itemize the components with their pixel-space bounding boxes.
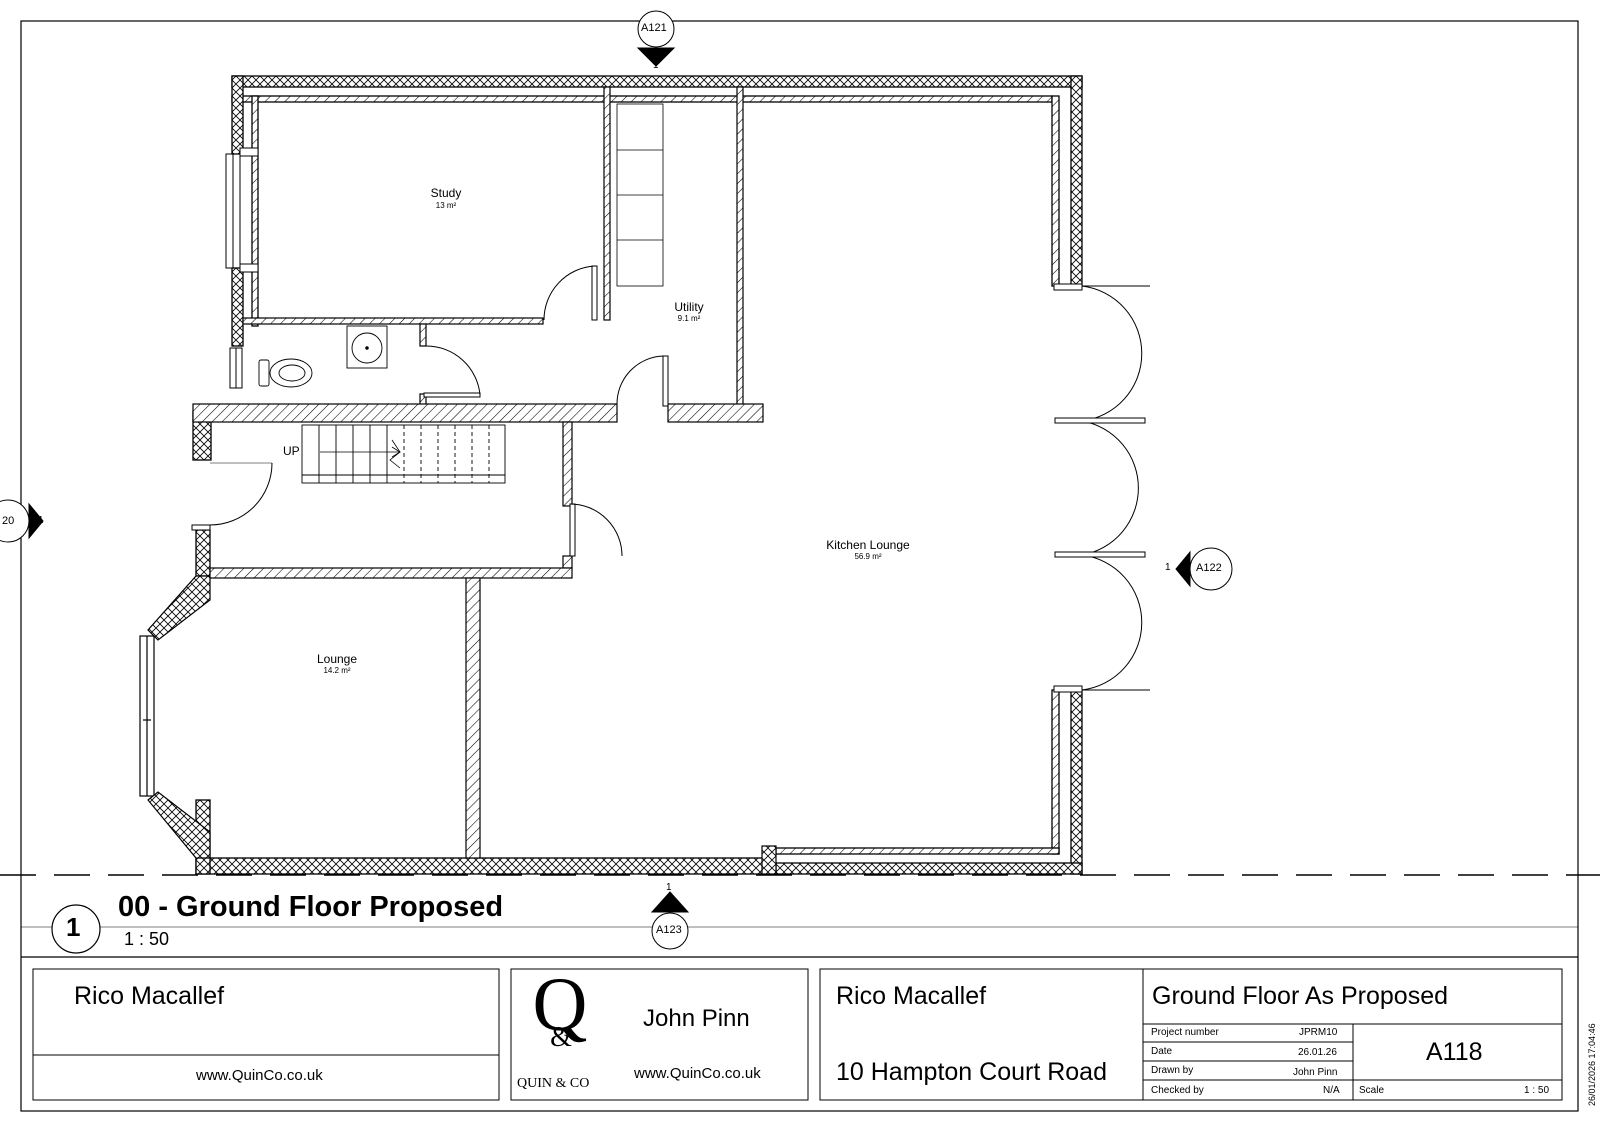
section-marker-right-sheet: A122 (1196, 562, 1222, 574)
utility-units (616, 103, 664, 287)
sheet-title: Ground Floor As Proposed (1152, 982, 1448, 1010)
field-label-project-number: Project number (1151, 1027, 1219, 1038)
client-name: Rico Macallef (74, 982, 225, 1010)
view-number: 1 (66, 912, 81, 942)
project-name: Rico Macallef (836, 982, 987, 1010)
svg-text:Q: Q (533, 963, 588, 1047)
sheet-number: A118 (1426, 1038, 1483, 1066)
bay-window (139, 575, 211, 859)
room-name-lounge: Lounge (316, 652, 358, 666)
quin-co-logo: Q & (533, 963, 588, 1053)
field-value-checked-by: N/A (1323, 1085, 1340, 1096)
view-number-bubble (51, 904, 101, 954)
scale-label: Scale (1359, 1085, 1385, 1096)
logo-text: QUIN & CO (517, 1076, 590, 1091)
scale-value: 1 : 50 (1524, 1085, 1550, 1096)
staircase (301, 424, 506, 484)
field-label-checked-by: Checked by (1151, 1085, 1204, 1096)
field-value-drawn-by: John Pinn (1293, 1067, 1338, 1078)
section-marker-left (0, 499, 44, 543)
section-marker-top (636, 10, 676, 67)
section-marker-right (1175, 547, 1233, 591)
room-name-study: Study (430, 186, 462, 200)
field-label-drawn-by: Drawn by (1151, 1065, 1194, 1076)
title-block-frames (32, 968, 1563, 1101)
wc-fixtures (258, 325, 388, 388)
room-area-kitchen-lounge: 56.9 m² (854, 552, 882, 561)
section-marker-bottom-number: 1 (666, 882, 672, 893)
sheet-border (20, 20, 1579, 1112)
section-marker-right-number: 1 (1165, 562, 1171, 573)
section-marker-top-number: 1 (653, 60, 659, 71)
field-value-date: 26.01.26 (1298, 1047, 1337, 1058)
room-area-utility: 9.1 m² (677, 314, 701, 323)
stair-up-label: UP (283, 444, 300, 458)
room-name-kitchen-lounge: Kitchen Lounge (826, 538, 910, 552)
internal-walls (192, 86, 777, 875)
svg-text:&: & (550, 1022, 572, 1053)
field-label-date: Date (1151, 1046, 1173, 1057)
view-scale: 1 : 50 (124, 929, 170, 949)
room-area-study: 13 m² (435, 201, 457, 210)
architect-url: www.QuinCo.co.uk (634, 1065, 761, 1082)
section-marker-bottom (650, 891, 690, 950)
print-timestamp: 26/01/2026 17:04:46 (1587, 1023, 1597, 1106)
field-value-project-number: JPRM10 (1299, 1027, 1338, 1038)
section-marker-top-sheet: A121 (641, 22, 667, 34)
architect-name: John Pinn (643, 1005, 750, 1032)
study-window (225, 147, 259, 389)
doors (191, 265, 1150, 693)
section-marker-left-sheet: 20 (2, 515, 15, 527)
project-address: 10 Hampton Court Road (836, 1058, 1107, 1086)
client-url: www.QuinCo.co.uk (196, 1067, 323, 1084)
room-name-utility: Utility (674, 300, 704, 314)
section-marker-bottom-sheet: A123 (656, 924, 682, 936)
room-area-lounge: 14.2 m² (323, 666, 351, 675)
view-title: 00 - Ground Floor Proposed (118, 891, 504, 923)
section-marker-left-number: 1 (38, 515, 44, 526)
